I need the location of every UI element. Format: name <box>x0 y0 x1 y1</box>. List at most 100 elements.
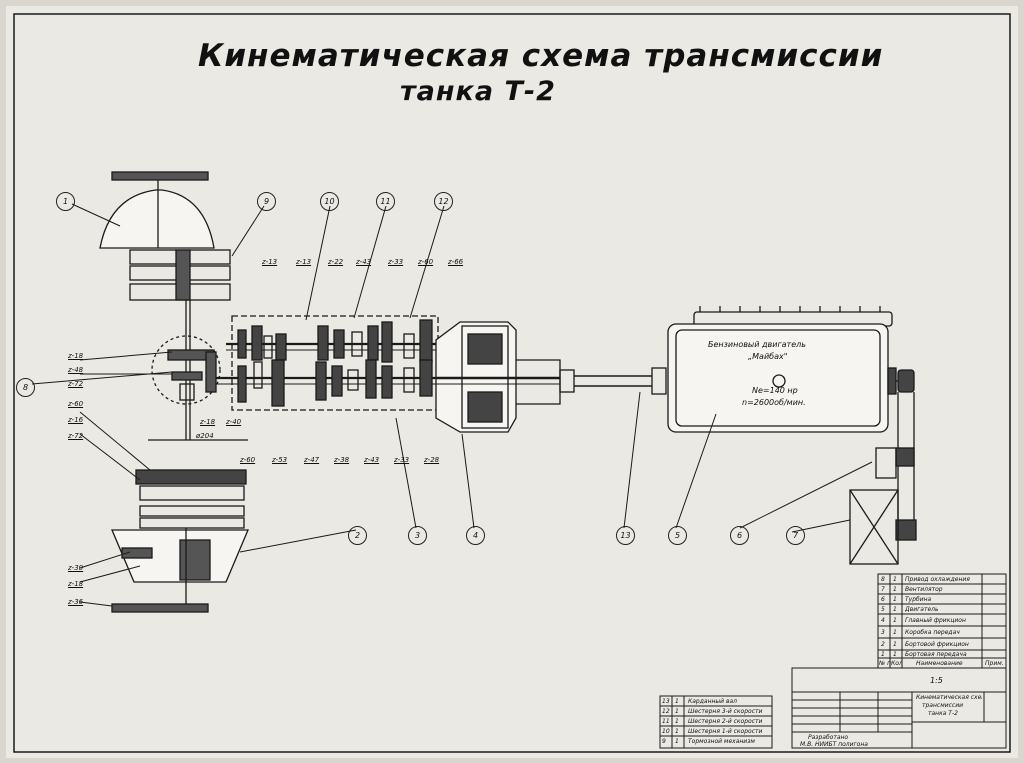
dimension-label: ø204 <box>196 432 214 440</box>
parts-lower-pos: 10 <box>662 728 670 735</box>
callout-7: 7 <box>786 526 805 545</box>
parts-lower-qty: 1 <box>675 738 679 745</box>
stamp-developed-1: Разработано <box>808 734 849 741</box>
stamp-title-1: Кинематическая схема <box>916 694 982 701</box>
callout-2: 2 <box>348 526 367 545</box>
parts-row-name: Бортовая передача <box>905 651 967 658</box>
gear-label: z-18 <box>200 418 216 426</box>
gear-label: z-60 <box>68 400 84 408</box>
parts-header-num: № п/п <box>879 660 891 667</box>
gear-label: z-36 <box>68 598 84 606</box>
parts-row-name: Главный фрикцион <box>905 617 966 624</box>
title-block <box>659 573 1007 749</box>
gear-label: z-48 <box>68 366 84 374</box>
gear-label: z-28 <box>424 456 440 464</box>
gear-label: z-66 <box>448 258 464 266</box>
parts-row-pos: 6 <box>881 596 885 603</box>
callout-1: 1 <box>56 192 75 211</box>
parts-lower-name: Шестерня 1-й скорости <box>688 728 763 735</box>
parts-lower-qty: 1 <box>675 708 679 715</box>
parts-row-qty: 1 <box>893 641 897 648</box>
parts-lower-pos: 12 <box>662 708 670 715</box>
gear-label: z-33 <box>394 456 410 464</box>
engine-block <box>667 306 904 433</box>
parts-row-qty: 1 <box>893 629 897 636</box>
parts-row-pos: 3 <box>881 629 885 636</box>
gear-label: z-38 <box>334 456 350 464</box>
gear-label: z-72 <box>68 432 84 440</box>
callout-9: 9 <box>257 192 276 211</box>
side-clutch-lower <box>111 439 249 613</box>
callout-13: 13 <box>616 526 635 545</box>
callout-10: 10 <box>320 192 339 211</box>
stamp-title-3: танка Т-2 <box>928 710 958 717</box>
parts-row-qty: 1 <box>893 576 897 583</box>
parts-row-qty: 1 <box>893 596 897 603</box>
parts-row-qty: 1 <box>893 606 897 613</box>
gear-label: z-43 <box>364 456 380 464</box>
drawing-frame <box>13 13 1011 753</box>
parts-row-qty: 1 <box>893 586 897 593</box>
left-differential <box>151 335 221 405</box>
gear-label: z-33 <box>388 258 404 266</box>
parts-header-note: Прим. <box>985 660 1004 667</box>
parts-row-pos: 5 <box>881 606 885 613</box>
parts-row-name: Вентилятор <box>905 586 943 593</box>
parts-header-name: Наименование <box>916 660 963 667</box>
gear-label: z-22 <box>328 258 344 266</box>
final-drive-top <box>99 171 231 440</box>
parts-lower-qty: 1 <box>675 718 679 725</box>
parts-row-name: Двигатель <box>905 606 939 613</box>
gear-label: z-13 <box>296 258 312 266</box>
main-clutch <box>435 321 561 433</box>
callout-5: 5 <box>668 526 687 545</box>
callout-8: 8 <box>16 378 35 397</box>
gear-label: z-47 <box>304 456 320 464</box>
parts-lower-qty: 1 <box>675 728 679 735</box>
cardan-shaft <box>559 367 667 395</box>
gear-label: z-13 <box>262 258 278 266</box>
callout-11: 11 <box>376 192 395 211</box>
gear-label: z-16 <box>68 416 84 424</box>
parts-row-qty: 1 <box>893 617 897 624</box>
gear-label: z-60 <box>418 258 434 266</box>
callout-4: 4 <box>466 526 485 545</box>
parts-lower-pos: 13 <box>662 698 670 705</box>
stamp-developed-2: М.В. НИИБТ полигона <box>800 741 868 748</box>
parts-row-pos: 1 <box>881 651 885 658</box>
gear-label: z-53 <box>272 456 288 464</box>
gear-label: z-18 <box>68 580 84 588</box>
gear-label: z-72 <box>68 380 84 388</box>
parts-header-qty: Кол <box>891 660 902 667</box>
scale-label: 1:5 <box>930 676 943 685</box>
parts-lower-name: Шестерня 2-й скорости <box>688 718 763 725</box>
callout-12: 12 <box>434 192 453 211</box>
parts-row-name: Бортовой фрикцион <box>905 641 969 648</box>
leader-lines <box>31 203 873 607</box>
engine-name-line-1: Бензиновый двигатель <box>708 340 806 349</box>
parts-row-pos: 7 <box>881 586 885 593</box>
engine-power: Nе=140 нр <box>752 386 798 395</box>
gear-label: z-18 <box>68 352 84 360</box>
parts-lower-name: Шестерня 3-й скорости <box>688 708 763 715</box>
parts-lower-qty: 1 <box>675 698 679 705</box>
diagram-title-line-2: танка Т-2 <box>400 76 556 107</box>
parts-lower-name: Тормозной механизм <box>688 738 755 745</box>
parts-row-pos: 2 <box>881 641 885 648</box>
parts-lower-pos: 11 <box>662 718 670 725</box>
engine-rpm: n=2600об/мин. <box>742 398 806 407</box>
diagram-title-line-1: Кинематическая схема трансмиссии <box>198 38 884 74</box>
parts-row-pos: 4 <box>881 617 885 624</box>
engine-name-line-2: „Майбах" <box>748 352 788 361</box>
gear-label: z-40 <box>226 418 242 426</box>
callout-6: 6 <box>730 526 749 545</box>
gearbox <box>216 315 446 411</box>
gear-label: z-60 <box>240 456 256 464</box>
stamp-title-2: трансмиссии <box>922 702 964 709</box>
gear-label: z-30 <box>68 564 84 572</box>
parts-row-name: Коробка передач <box>905 629 960 636</box>
parts-row-name: Турбина <box>905 596 932 603</box>
gear-label: z-43 <box>356 258 372 266</box>
callout-3: 3 <box>408 526 427 545</box>
